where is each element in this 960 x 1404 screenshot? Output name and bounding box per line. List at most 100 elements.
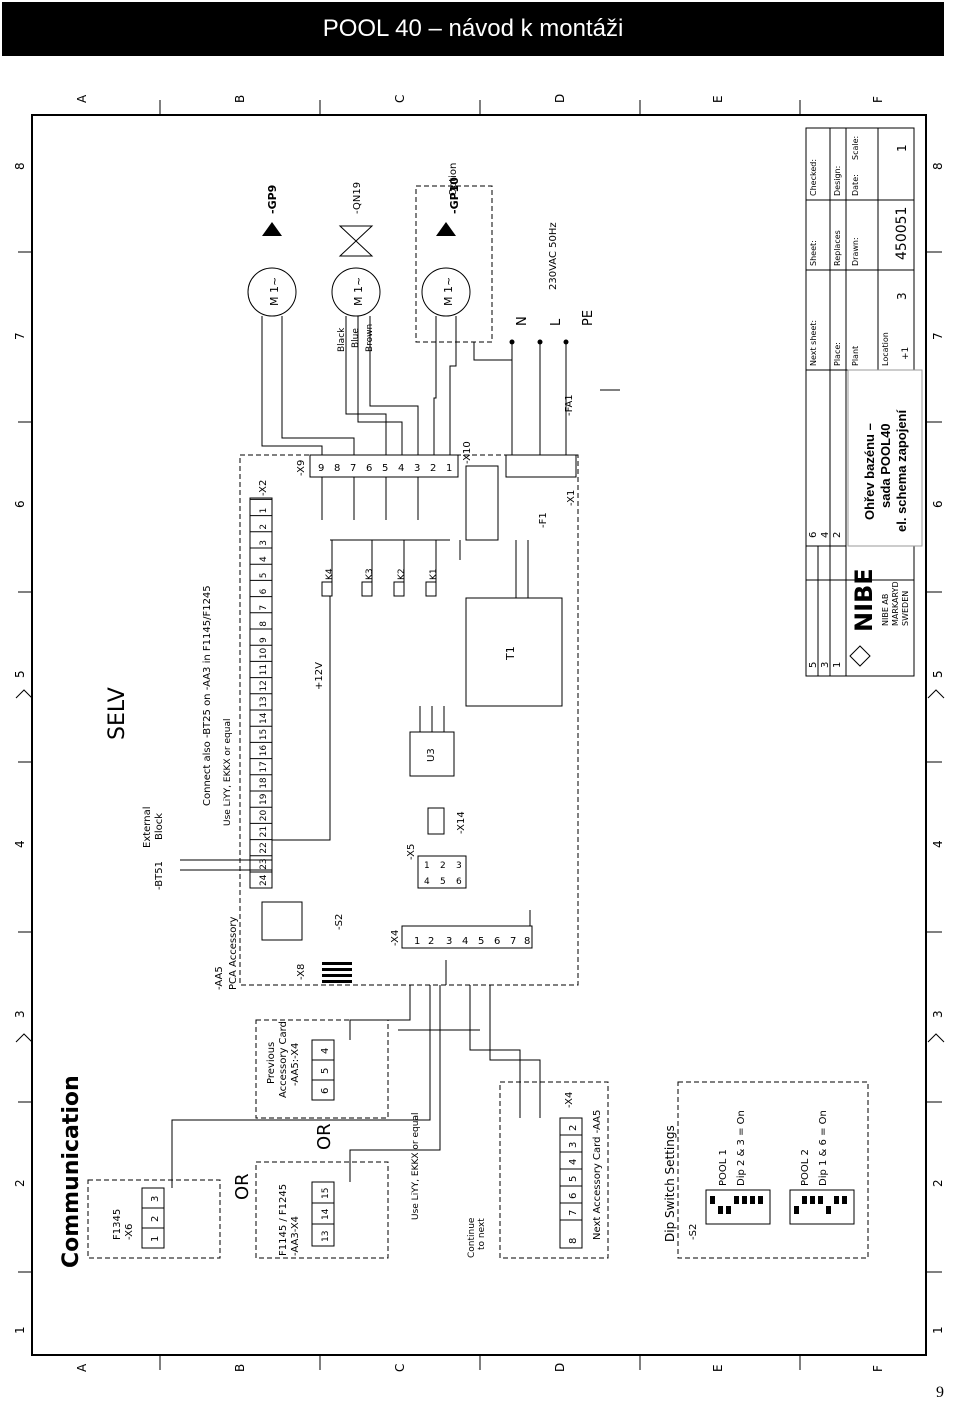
border-letter-top: E	[711, 95, 725, 103]
company-3: SWEDEN	[901, 591, 910, 626]
m1-label-1: M 1~	[268, 277, 281, 306]
f1145-box	[255, 1161, 389, 1259]
border-arrows	[15, 689, 945, 1043]
border-number-right: 5	[931, 670, 945, 678]
t1-box	[465, 597, 563, 707]
gp9-label: -GP9	[266, 185, 279, 214]
border-number-right: 2	[931, 1179, 945, 1187]
tb-rev-row: 1	[832, 662, 843, 668]
x2-terminal-number: 14	[259, 712, 269, 724]
x2-terminal-number: 12	[259, 680, 269, 691]
border-number-left: 4	[13, 840, 27, 848]
page-number: 9	[936, 1384, 944, 1401]
border-letter-bottom: C	[393, 1364, 407, 1372]
company-1: NIBE AB	[881, 594, 890, 626]
tb-checked: Checked:	[809, 159, 818, 196]
border-number-left: 1	[13, 1326, 27, 1334]
connect-also-label: Connect also -BT25 on -AA3 in F1145/F124…	[202, 585, 213, 806]
x2-terminal-number: 3	[259, 540, 269, 546]
border-letter-bottom: B	[233, 1364, 247, 1372]
tb-rev-row: 6	[808, 532, 819, 538]
prev-card-2: Accessory Card	[278, 1021, 289, 1098]
tb-drawn: Drawn:	[851, 237, 860, 266]
border-letter-top: C	[393, 95, 407, 103]
x2-terminal-number: 22	[259, 842, 269, 853]
x2-terminal-number: 8	[259, 621, 269, 627]
x14-label: -X14	[456, 811, 467, 834]
x1-board-label: -X1	[566, 490, 577, 506]
svg-text:7: 7	[568, 1210, 579, 1216]
relay-k3: K3	[365, 568, 375, 580]
dip-box	[677, 1081, 869, 1259]
aa5-label: -AA5	[214, 966, 225, 990]
x4-terminal-strip	[401, 925, 533, 949]
x2-terminal-number: 19	[259, 793, 269, 805]
relay-k4: K4	[325, 568, 335, 580]
x14-connector	[427, 807, 445, 835]
x6-label: -X6	[124, 1224, 135, 1240]
border-number-right: 1	[931, 1326, 945, 1334]
prev-card-1: Previous	[266, 1042, 277, 1084]
svg-text:4: 4	[424, 877, 430, 887]
option-label: Option	[448, 163, 459, 196]
x2-terminal-number: 11	[259, 664, 269, 675]
option-box	[415, 185, 493, 343]
border-number-left: 3	[13, 1010, 27, 1018]
x2-terminal-number: 6	[259, 588, 269, 594]
x2-terminal-number: 23	[259, 858, 269, 869]
x2-terminal-number: 4	[259, 556, 269, 562]
previous-card-box	[255, 1019, 389, 1119]
f1-label: -F1	[538, 512, 549, 528]
svg-text:5: 5	[440, 877, 446, 887]
bus-wires	[171, 985, 541, 1188]
s2-label: -S2	[334, 914, 345, 930]
plus12v-label: +12V	[314, 662, 325, 690]
motors	[247, 267, 471, 317]
x2-terminal-number: 16	[259, 745, 269, 757]
x1-board-terminal	[505, 454, 577, 478]
relay-coils	[321, 581, 437, 597]
svg-text:2: 2	[430, 463, 436, 474]
tb-plant: Plant	[851, 346, 860, 366]
svg-text:8: 8	[524, 936, 530, 947]
svg-text:6: 6	[366, 463, 372, 474]
tb-rev-row: 5	[808, 662, 819, 668]
svg-text:1: 1	[424, 861, 430, 871]
x2-terminal-number: 9	[259, 637, 269, 643]
svg-text:5: 5	[478, 936, 484, 947]
svg-text:5: 5	[568, 1176, 579, 1182]
svg-text:3: 3	[456, 861, 462, 871]
bt51-label: -BT51	[154, 861, 165, 890]
border-ticks	[18, 100, 942, 1370]
svg-text:2: 2	[150, 1216, 161, 1222]
border-number-left: 7	[13, 332, 27, 340]
x2-terminal-number: 2	[259, 524, 269, 530]
tb-rev-row: 2	[832, 532, 843, 538]
dip-switch-title: Dip Switch Settings	[663, 1125, 677, 1242]
tb-date: Date:	[851, 174, 860, 196]
x10-label: -X10	[462, 441, 473, 464]
border-letter-top: B	[233, 95, 247, 103]
x2-label: -X2	[258, 480, 269, 496]
svg-text:5: 5	[320, 1068, 331, 1074]
tb-rev-row: 4	[820, 532, 831, 538]
f1345-box	[87, 1179, 221, 1259]
pool2-label: POOL 2	[800, 1149, 811, 1186]
drawing-frame	[31, 114, 927, 1356]
svg-text:14: 14	[321, 1208, 331, 1220]
relay-k1: K1	[429, 568, 439, 580]
m1-label-3: M 1~	[442, 277, 455, 306]
use-cable2-label: Use LiYY, EKKX or equal	[223, 719, 233, 826]
svg-text:9: 9	[318, 463, 324, 474]
desc-line-1: Ohřev bazénu –	[862, 423, 877, 520]
x2-terminal-number: 15	[259, 729, 269, 740]
border-letter-bottom: D	[553, 1363, 567, 1372]
x2-terminal-number: 21	[259, 826, 269, 837]
border-number-right: 7	[931, 332, 945, 340]
x2-terminal-number: 18	[259, 777, 269, 789]
x10-block	[465, 465, 499, 541]
or-label-1: OR	[232, 1173, 253, 1200]
black-label: Black	[337, 327, 347, 352]
svg-text:15: 15	[321, 1188, 331, 1199]
svg-text:1: 1	[414, 936, 420, 947]
